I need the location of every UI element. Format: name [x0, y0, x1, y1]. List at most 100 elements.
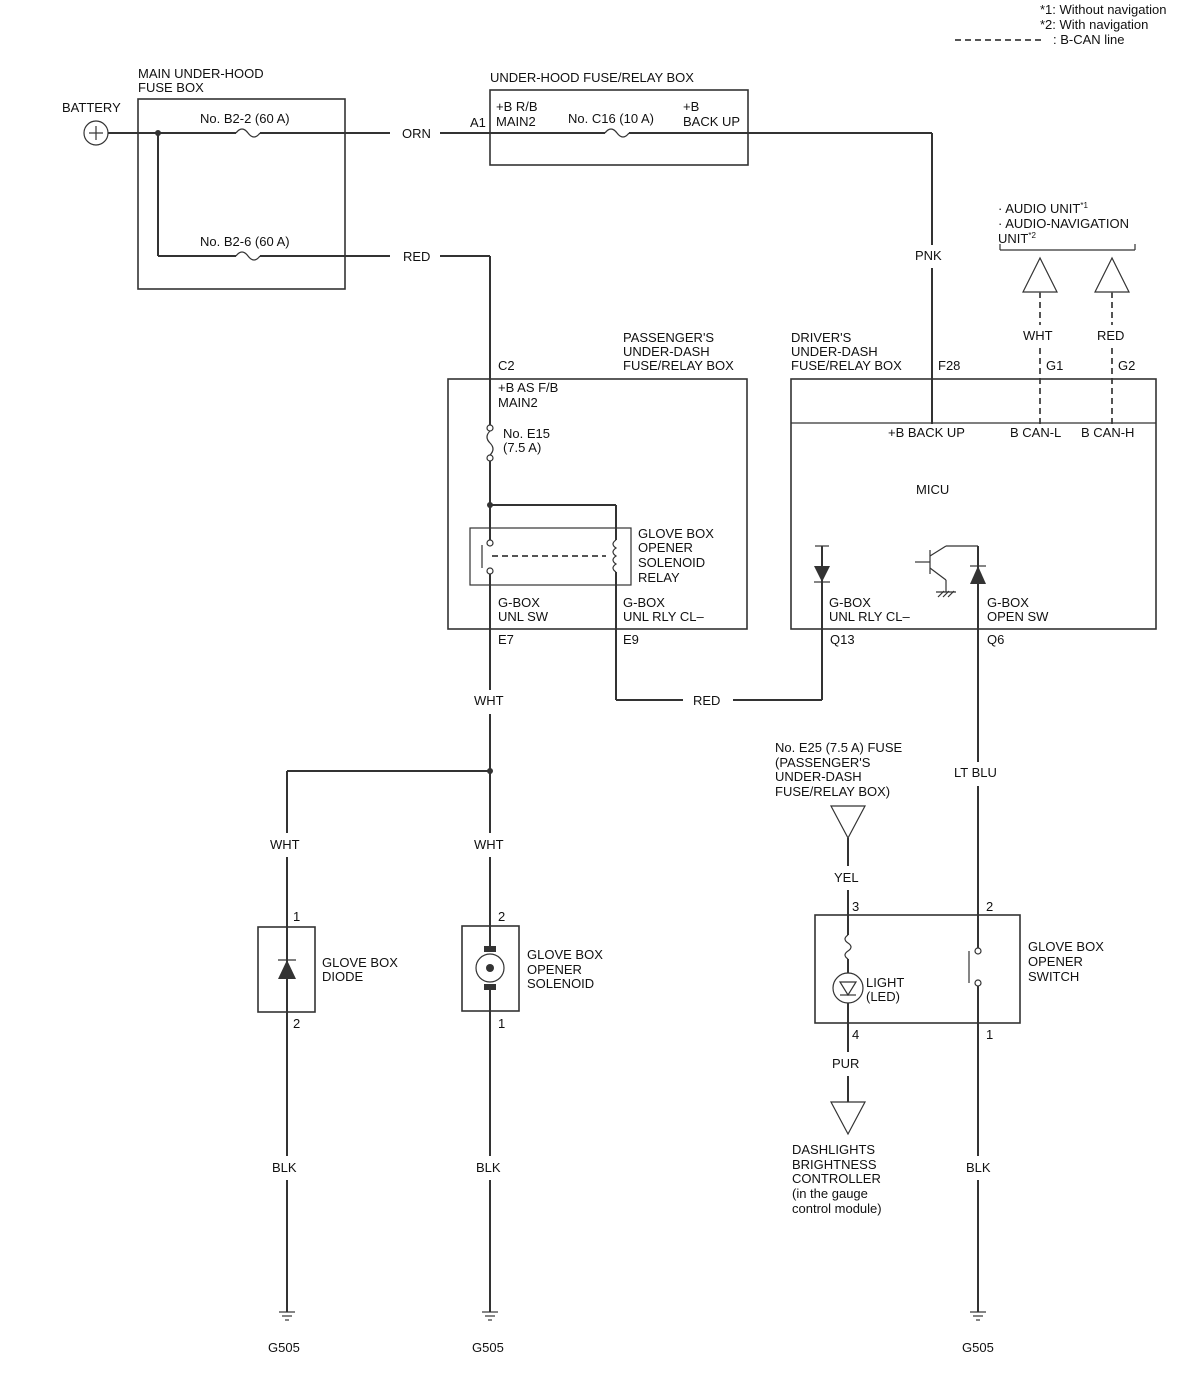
ground-g505-1: G505 — [268, 1311, 300, 1355]
audio-unit-line-3: UNIT*2 — [998, 231, 1036, 246]
terminal-e9: E9 — [623, 632, 639, 647]
led-icon — [832, 972, 864, 1004]
wire-wht-can-label: WHT — [1023, 328, 1053, 343]
battery: BATTERY — [62, 100, 121, 146]
wire-red-e9-label: RED — [693, 693, 720, 708]
note-bcan-line: : B-CAN line — [1053, 32, 1125, 47]
e25-fuse-label-1: No. E25 (7.5 A) FUSE — [775, 740, 902, 755]
dashlights-label-1: DASHLIGHTS — [792, 1142, 875, 1157]
fuse-b2-6-icon — [235, 251, 261, 261]
solenoid-label-1: GLOVE BOX — [527, 947, 603, 962]
fuse-c16-icon — [604, 128, 630, 138]
wire-red-can-label: RED — [1097, 328, 1124, 343]
pass-box-main2-1: +B AS F/B — [498, 380, 558, 395]
wire-blk-label-2: BLK — [476, 1160, 501, 1175]
terminal-e7: E7 — [498, 632, 514, 647]
unl-rly-label-2: UNL RLY CL– — [623, 609, 704, 624]
wire-wht-diode-label: WHT — [270, 837, 300, 852]
ground-label-2: G505 — [472, 1340, 504, 1355]
dashlights-connector-triangle — [830, 1101, 866, 1136]
solenoid-label-2: OPENER — [527, 962, 582, 977]
ground-g505-2: G505 — [472, 1311, 504, 1355]
micu-transistor-icon — [915, 545, 978, 598]
micu-label: MICU — [916, 482, 949, 497]
switch-label-2: OPENER — [1028, 954, 1083, 969]
audio-unit-line-1: · AUDIO UNIT*1 — [998, 201, 1088, 216]
terminal-a1: A1 — [470, 115, 486, 130]
relay-label-1: GLOVE BOX — [638, 526, 714, 541]
wire-blk-label-3: BLK — [966, 1160, 991, 1175]
micu-can-l-label: B CAN-L — [1010, 425, 1061, 440]
terminal-f28: F28 — [938, 358, 960, 373]
relay-outline — [469, 527, 632, 586]
relay-label-2: OPENER — [638, 540, 693, 555]
pass-box-outline — [447, 378, 748, 630]
audio-connector-g2-triangle — [1094, 256, 1130, 293]
relay-label-3: SOLENOID — [638, 555, 705, 570]
passenger-under-dash-fuse-relay-box: PASSENGER'S UNDER-DASH FUSE/RELAY BOX C2… — [447, 330, 748, 647]
diode-icon — [278, 960, 296, 979]
e25-connector-triangle — [830, 805, 866, 840]
dashlights-brightness-controller: DASHLIGHTS BRIGHTNESS CONTROLLER (in the… — [792, 1142, 882, 1216]
switch-label-3: SWITCH — [1028, 969, 1079, 984]
wire-orn-label: ORN — [402, 126, 431, 141]
micu-unl-rly-label-2: UNL RLY CL– — [829, 609, 910, 624]
ground-label-1: G505 — [268, 1340, 300, 1355]
main-fuse-box-title-1: MAIN UNDER-HOOD — [138, 66, 264, 81]
audio-connector-g1-triangle — [1022, 256, 1058, 293]
switch-pin-4: 4 — [852, 1027, 859, 1042]
micu-open-sw-label-2: OPEN SW — [987, 609, 1049, 624]
dashlights-label-4: (in the gauge — [792, 1186, 868, 1201]
switch-pin-2: 2 — [986, 899, 993, 914]
terminal-q6: Q6 — [987, 632, 1004, 647]
switch-pin-1: 1 — [986, 1027, 993, 1042]
ground-g505-3: G505 — [962, 1311, 994, 1355]
fuse-b2-2-label: No. B2-2 (60 A) — [200, 111, 290, 126]
relay-label-4: RELAY — [638, 570, 680, 585]
terminal-g1: G1 — [1046, 358, 1063, 373]
wire-wht-e7-label: WHT — [474, 693, 504, 708]
micu-open-sw-label-1: G-BOX — [987, 595, 1029, 610]
fuse-e15-label-1: No. E15 — [503, 426, 550, 441]
e25-fuse-label-3: UNDER-DASH — [775, 769, 862, 784]
relay-box-main2-2: MAIN2 — [496, 114, 536, 129]
note-without-navigation: *1: Without navigation — [1040, 2, 1166, 17]
glove-box-opener-switch: 3 2 LIGHT (LED) GLOVE BOX OPENER SWITCH … — [814, 899, 1104, 1042]
diode-label-2: DIODE — [322, 969, 364, 984]
unl-sw-label-1: G-BOX — [498, 595, 540, 610]
terminal-c2: C2 — [498, 358, 515, 373]
ground-label-3: G505 — [962, 1340, 994, 1355]
dashlights-label-5: control module) — [792, 1201, 882, 1216]
pass-box-main2-2: MAIN2 — [498, 395, 538, 410]
dashlights-label-3: CONTROLLER — [792, 1171, 881, 1186]
micu-can-h-label: B CAN-H — [1081, 425, 1134, 440]
e25-fuse-source: No. E25 (7.5 A) FUSE (PASSENGER'S UNDER-… — [775, 740, 902, 840]
unl-sw-label-2: UNL SW — [498, 609, 549, 624]
driver-box-title-1: DRIVER'S — [791, 330, 852, 345]
diode-pin-2: 2 — [293, 1016, 300, 1031]
under-hood-fuse-relay-box: UNDER-HOOD FUSE/RELAY BOX +B R/B MAIN2 N… — [489, 70, 749, 166]
terminal-q13: Q13 — [830, 632, 855, 647]
dashlights-label-2: BRIGHTNESS — [792, 1157, 877, 1172]
audio-unit-line-2: · AUDIO-NAVIGATION — [998, 216, 1129, 231]
pass-box-title-1: PASSENGER'S — [623, 330, 714, 345]
main-under-hood-fuse-box: MAIN UNDER-HOOD FUSE BOX No. B2-2 (60 A)… — [137, 66, 346, 290]
pass-box-title-3: FUSE/RELAY BOX — [623, 358, 734, 373]
driver-box-outline — [790, 378, 1157, 630]
legend-notes: *1: Without navigation *2: With navigati… — [955, 2, 1166, 47]
switch-pin-3: 3 — [852, 899, 859, 914]
relay-box-backup-2: BACK UP — [683, 114, 740, 129]
pass-box-title-2: UNDER-DASH — [623, 344, 710, 359]
fuse-b2-2-icon — [235, 128, 261, 138]
driver-under-dash-fuse-relay-box: DRIVER'S UNDER-DASH FUSE/RELAY BOX F28 G… — [790, 330, 1157, 647]
main-fuse-box-title-2: FUSE BOX — [138, 80, 204, 95]
fuse-e15-icon — [486, 430, 494, 456]
relay-box-outline — [489, 89, 749, 166]
diode-label-1: GLOVE BOX — [322, 955, 398, 970]
wire-wht-solenoid-label: WHT — [474, 837, 504, 852]
main-fuse-box-outline — [137, 98, 346, 290]
relay-coil-icon — [612, 539, 618, 573]
fuse-c16-label: No. C16 (10 A) — [568, 111, 654, 126]
relay-box-backup-1: +B — [683, 99, 699, 114]
